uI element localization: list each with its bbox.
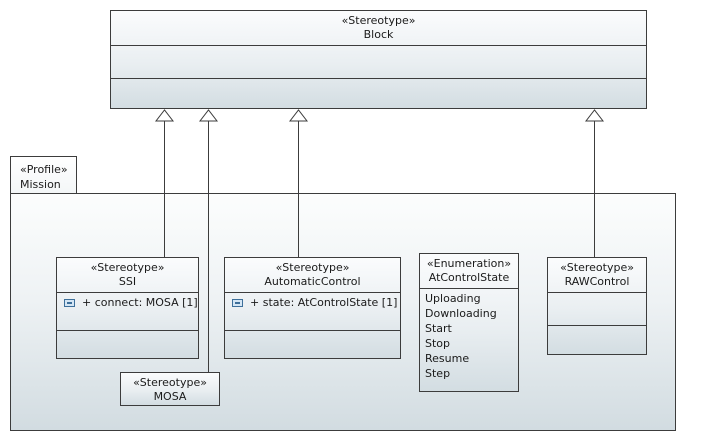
mosa-stereotype-box[interactable]: «Stereotype» MOSA — [120, 372, 220, 406]
profile-name: Mission — [20, 178, 61, 191]
ssi-stereotype-keyword: «Stereotype» — [90, 261, 165, 274]
block-attributes-divider — [111, 45, 646, 46]
raw-control-attributes-divider — [548, 292, 646, 293]
ssi-generalization-arrow[interactable] — [154, 109, 175, 257]
automatic-control-operations-divider — [225, 330, 400, 331]
enum-literal[interactable]: Start — [425, 322, 452, 335]
block-stereotype-box[interactable]: «Stereotype» Block — [110, 10, 647, 109]
ssi-name: SSI — [118, 275, 137, 288]
automatic-control-attributes-divider — [225, 292, 400, 293]
automatic-control-attribute-row[interactable]: + state: AtControlState [1] — [232, 296, 397, 310]
ssi-attribute-row[interactable]: + connect: MOSA [1] — [64, 296, 198, 310]
ssi-attribute-text: + connect: MOSA [1] — [82, 296, 198, 309]
raw-control-operations-divider — [548, 325, 646, 326]
automatic-control-generalization-arrow[interactable] — [288, 109, 309, 257]
ssi-operations-divider — [57, 330, 198, 331]
raw-control-name: RAWControl — [564, 275, 630, 288]
enum-literal[interactable]: Stop — [425, 337, 451, 350]
automatic-control-stereotype-box[interactable]: «Stereotype» AutomaticControl + state: A… — [224, 257, 401, 359]
property-icon — [232, 299, 243, 307]
profile-keyword: «Profile» — [20, 163, 68, 176]
at-control-state-name: AtControlState — [428, 271, 510, 284]
automatic-control-stereotype-keyword: «Stereotype» — [275, 261, 350, 274]
automatic-control-name: AutomaticControl — [264, 275, 361, 288]
enum-literal[interactable]: Step — [425, 367, 451, 380]
profile-package-tab[interactable]: «Profile» Mission — [10, 156, 77, 194]
block-name: Block — [363, 28, 394, 41]
enum-literal[interactable]: Resume — [425, 352, 470, 365]
ssi-stereotype-box[interactable]: «Stereotype» SSI + connect: MOSA [1] — [56, 257, 199, 359]
block-operations-divider — [111, 78, 646, 79]
mosa-generalization-arrow[interactable] — [198, 109, 219, 372]
automatic-control-attribute-text: + state: AtControlState [1] — [250, 296, 398, 309]
at-control-state-stereotype-keyword: «Enumeration» — [426, 257, 512, 270]
at-control-state-enumeration-box[interactable]: «Enumeration» AtControlState Uploading D… — [419, 253, 519, 392]
ssi-attributes-divider — [57, 292, 198, 293]
at-control-state-literals-divider — [420, 288, 518, 289]
raw-control-generalization-arrow[interactable] — [584, 109, 605, 257]
enum-literal[interactable]: Downloading — [425, 307, 497, 320]
raw-control-stereotype-box[interactable]: «Stereotype» RAWControl — [547, 257, 647, 355]
mosa-stereotype-keyword: «Stereotype» — [133, 376, 207, 389]
enum-literal[interactable]: Uploading — [425, 292, 481, 305]
property-icon — [64, 299, 75, 307]
mosa-name: MOSA — [153, 390, 187, 403]
block-stereotype-keyword: «Stereotype» — [341, 14, 416, 27]
raw-control-stereotype-keyword: «Stereotype» — [560, 261, 634, 274]
at-control-state-literal-list: Uploading Downloading Start Stop Resume … — [425, 291, 497, 381]
